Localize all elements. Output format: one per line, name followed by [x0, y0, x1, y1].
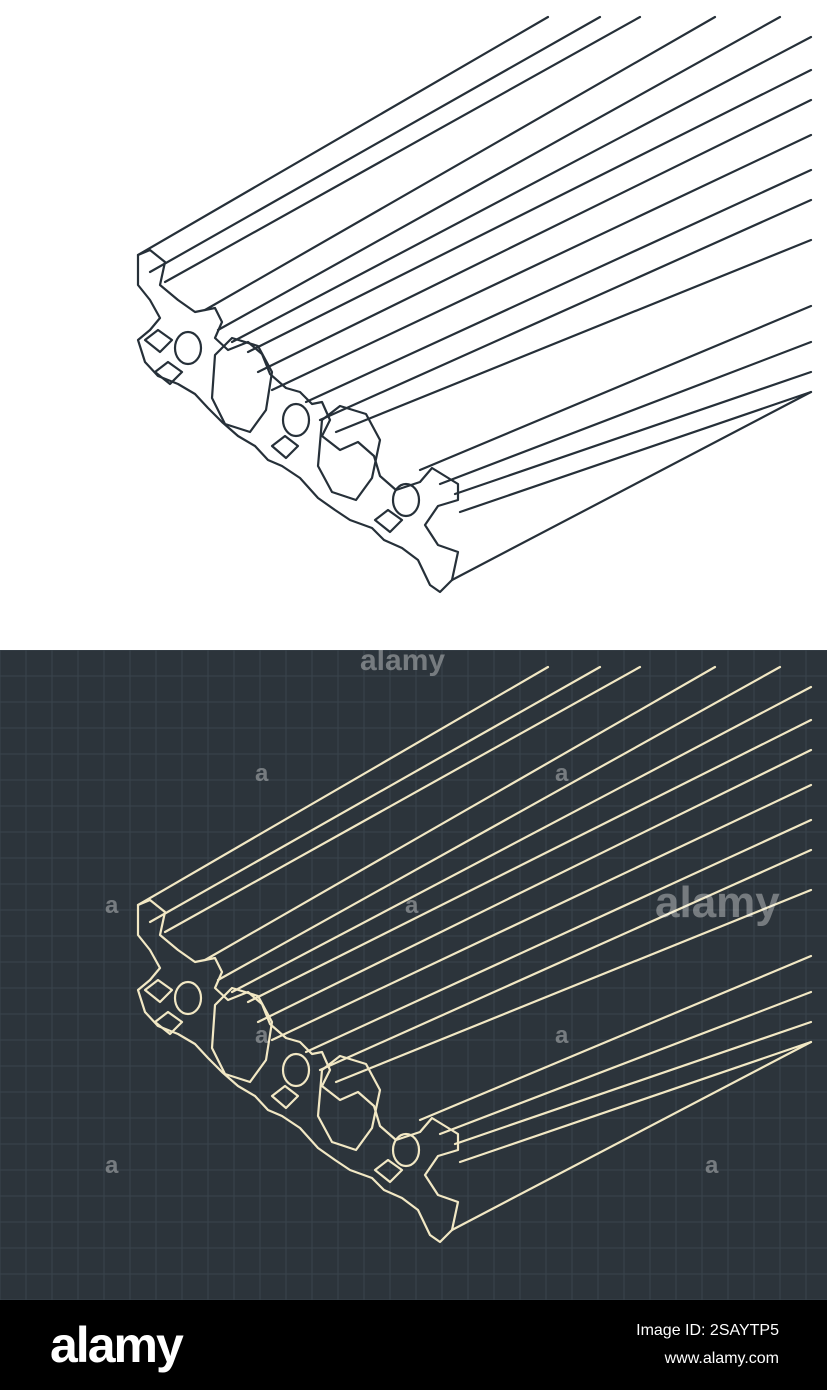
profile-edge-line — [203, 665, 717, 962]
profile-edge-line — [304, 168, 813, 404]
round-hole-2 — [281, 402, 311, 438]
profile-edge-line — [246, 68, 813, 354]
alamy-logo: alamy — [50, 1317, 184, 1373]
profile-cross-section — [136, 898, 460, 1244]
light-drawing-panel — [0, 0, 827, 650]
profile-edge-line — [334, 888, 813, 1084]
profile-edge-line — [438, 990, 813, 1136]
profile-edge-line — [458, 390, 813, 514]
round-hole-1 — [173, 330, 203, 366]
image-id-text: Image ID: 2SAYTP5 — [636, 1322, 779, 1339]
slot-detail-2 — [153, 360, 184, 386]
profile-group — [136, 15, 813, 594]
profile-edge-line — [418, 954, 813, 1122]
profile-group — [136, 665, 813, 1244]
profile-edge-line — [318, 848, 813, 1072]
slot-detail-3 — [270, 434, 300, 460]
round-hole-3 — [391, 482, 421, 518]
profile-edge-line — [418, 304, 813, 472]
slot-detail-1 — [143, 328, 174, 354]
aluminum-profile-light-drawing — [136, 15, 813, 594]
profile-edge-line — [136, 665, 550, 907]
slot-detail-1 — [143, 978, 174, 1004]
profile-edge-line — [256, 98, 813, 374]
profile-edge-line — [458, 1040, 813, 1164]
profile-edge-line — [163, 15, 642, 284]
profile-edge-line — [256, 748, 813, 1024]
round-hole-1 — [173, 980, 203, 1016]
stock-footer-bar: alamy Image ID: 2SAYTP5 www.alamy.com — [0, 1300, 827, 1390]
profile-edge-line — [270, 783, 813, 1042]
profile-edge-line — [270, 133, 813, 392]
profile-edge-line — [148, 665, 602, 924]
round-hole-2 — [281, 1052, 311, 1088]
profile-edge-line — [203, 15, 717, 312]
profile-edge-line — [230, 685, 813, 994]
profile-edge-line — [216, 15, 782, 332]
hex-cavity-left — [210, 336, 274, 434]
profile-edge-line — [216, 665, 782, 982]
profile-edge-line — [453, 1020, 813, 1146]
profile-edge-line — [453, 370, 813, 496]
slot-detail-3 — [270, 1084, 300, 1110]
profile-edge-line — [318, 198, 813, 422]
profile-edge-line — [334, 238, 813, 434]
profile-edge-line — [163, 665, 642, 934]
hex-cavity-right — [316, 1054, 382, 1152]
profile-edge-line — [148, 15, 602, 274]
profile-edge-line — [450, 1040, 813, 1232]
round-hole-3 — [391, 1132, 421, 1168]
profile-edge-line — [438, 340, 813, 486]
profile-edge-line — [230, 35, 813, 344]
site-url-text: www.alamy.com — [664, 1350, 779, 1367]
profile-cross-section — [136, 248, 460, 594]
hex-cavity-left — [210, 986, 274, 1084]
aluminum-profile-dark-drawing — [136, 665, 813, 1244]
slot-detail-4 — [373, 508, 404, 534]
profile-edge-line — [246, 718, 813, 1004]
profile-edge-line — [304, 818, 813, 1054]
profile-edge-line — [450, 390, 813, 582]
profile-edge-line — [136, 15, 550, 257]
hex-cavity-right — [316, 404, 382, 502]
slot-detail-2 — [153, 1010, 184, 1036]
dark-blueprint-panel: alamy alamy a a a a a a a a — [0, 650, 827, 1300]
slot-detail-4 — [373, 1158, 404, 1184]
